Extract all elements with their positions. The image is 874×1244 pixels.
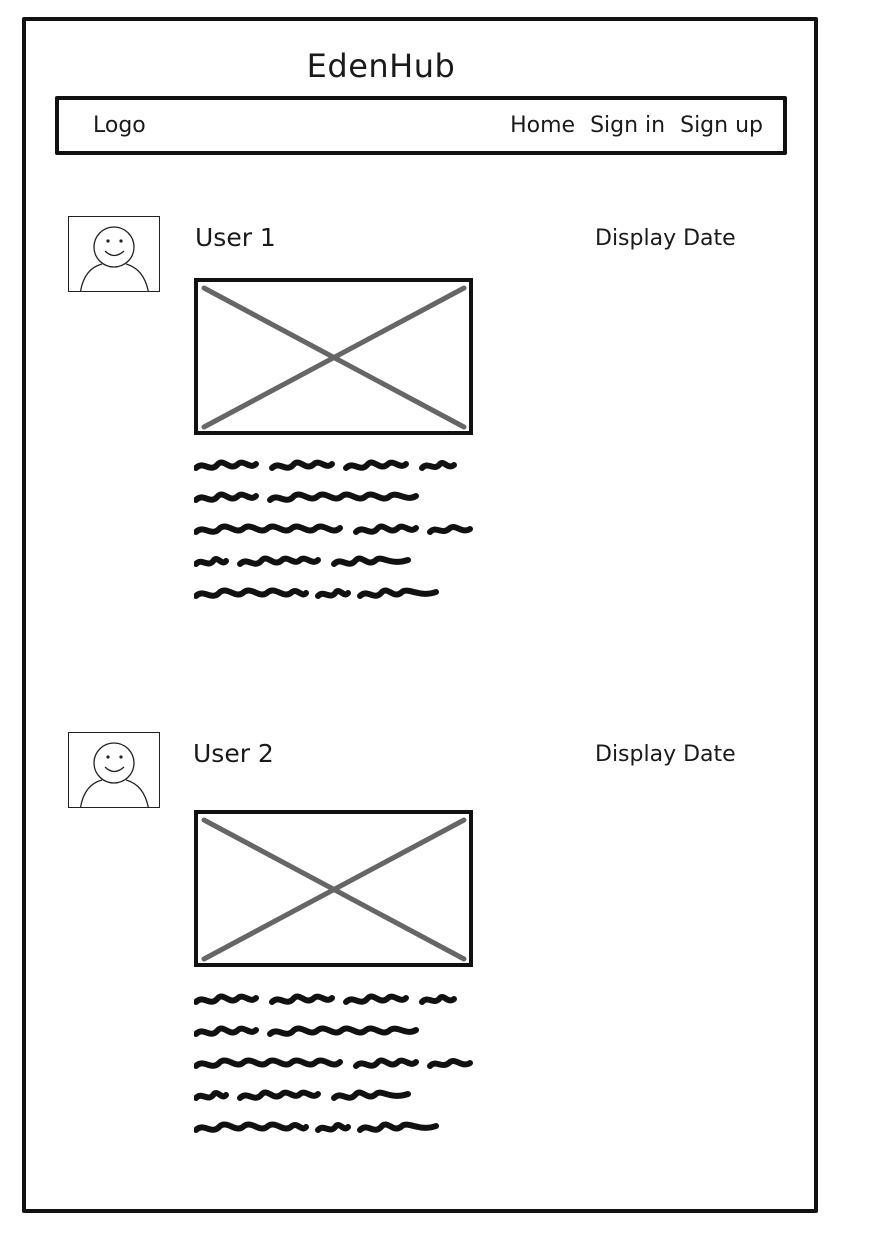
nav-links: Home Sign in Sign up: [510, 113, 763, 138]
site-title: EdenHub: [306, 47, 456, 85]
nav-link-home[interactable]: Home: [510, 113, 576, 138]
nav-link-sign-up[interactable]: Sign up: [680, 113, 763, 138]
image-placeholder-icon: [194, 278, 473, 435]
post-date: Display Date: [595, 742, 736, 767]
nav-logo[interactable]: Logo: [93, 113, 146, 138]
post-username[interactable]: User 2: [193, 739, 274, 768]
scribble-line: [194, 986, 484, 1018]
user-avatar-icon[interactable]: [68, 216, 160, 292]
scribble-line: [194, 1082, 484, 1114]
scribble-line: [194, 452, 484, 484]
post-body-scribble: [194, 986, 484, 1146]
scribble-line: [194, 484, 484, 516]
scribble-line: [194, 1018, 484, 1050]
post-date: Display Date: [595, 226, 736, 251]
post-username[interactable]: User 1: [195, 223, 276, 252]
scribble-line: [194, 1050, 484, 1082]
scribble-line: [194, 516, 484, 548]
user-avatar-icon[interactable]: [68, 732, 160, 808]
post-body-scribble: [194, 452, 484, 612]
page-frame: [22, 17, 818, 1213]
navbar: Logo Home Sign in Sign up: [55, 96, 787, 155]
scribble-line: [194, 548, 484, 580]
image-placeholder-icon: [194, 810, 473, 967]
scribble-line: [194, 1114, 484, 1146]
scribble-line: [194, 580, 484, 612]
nav-link-sign-in[interactable]: Sign in: [590, 113, 666, 138]
